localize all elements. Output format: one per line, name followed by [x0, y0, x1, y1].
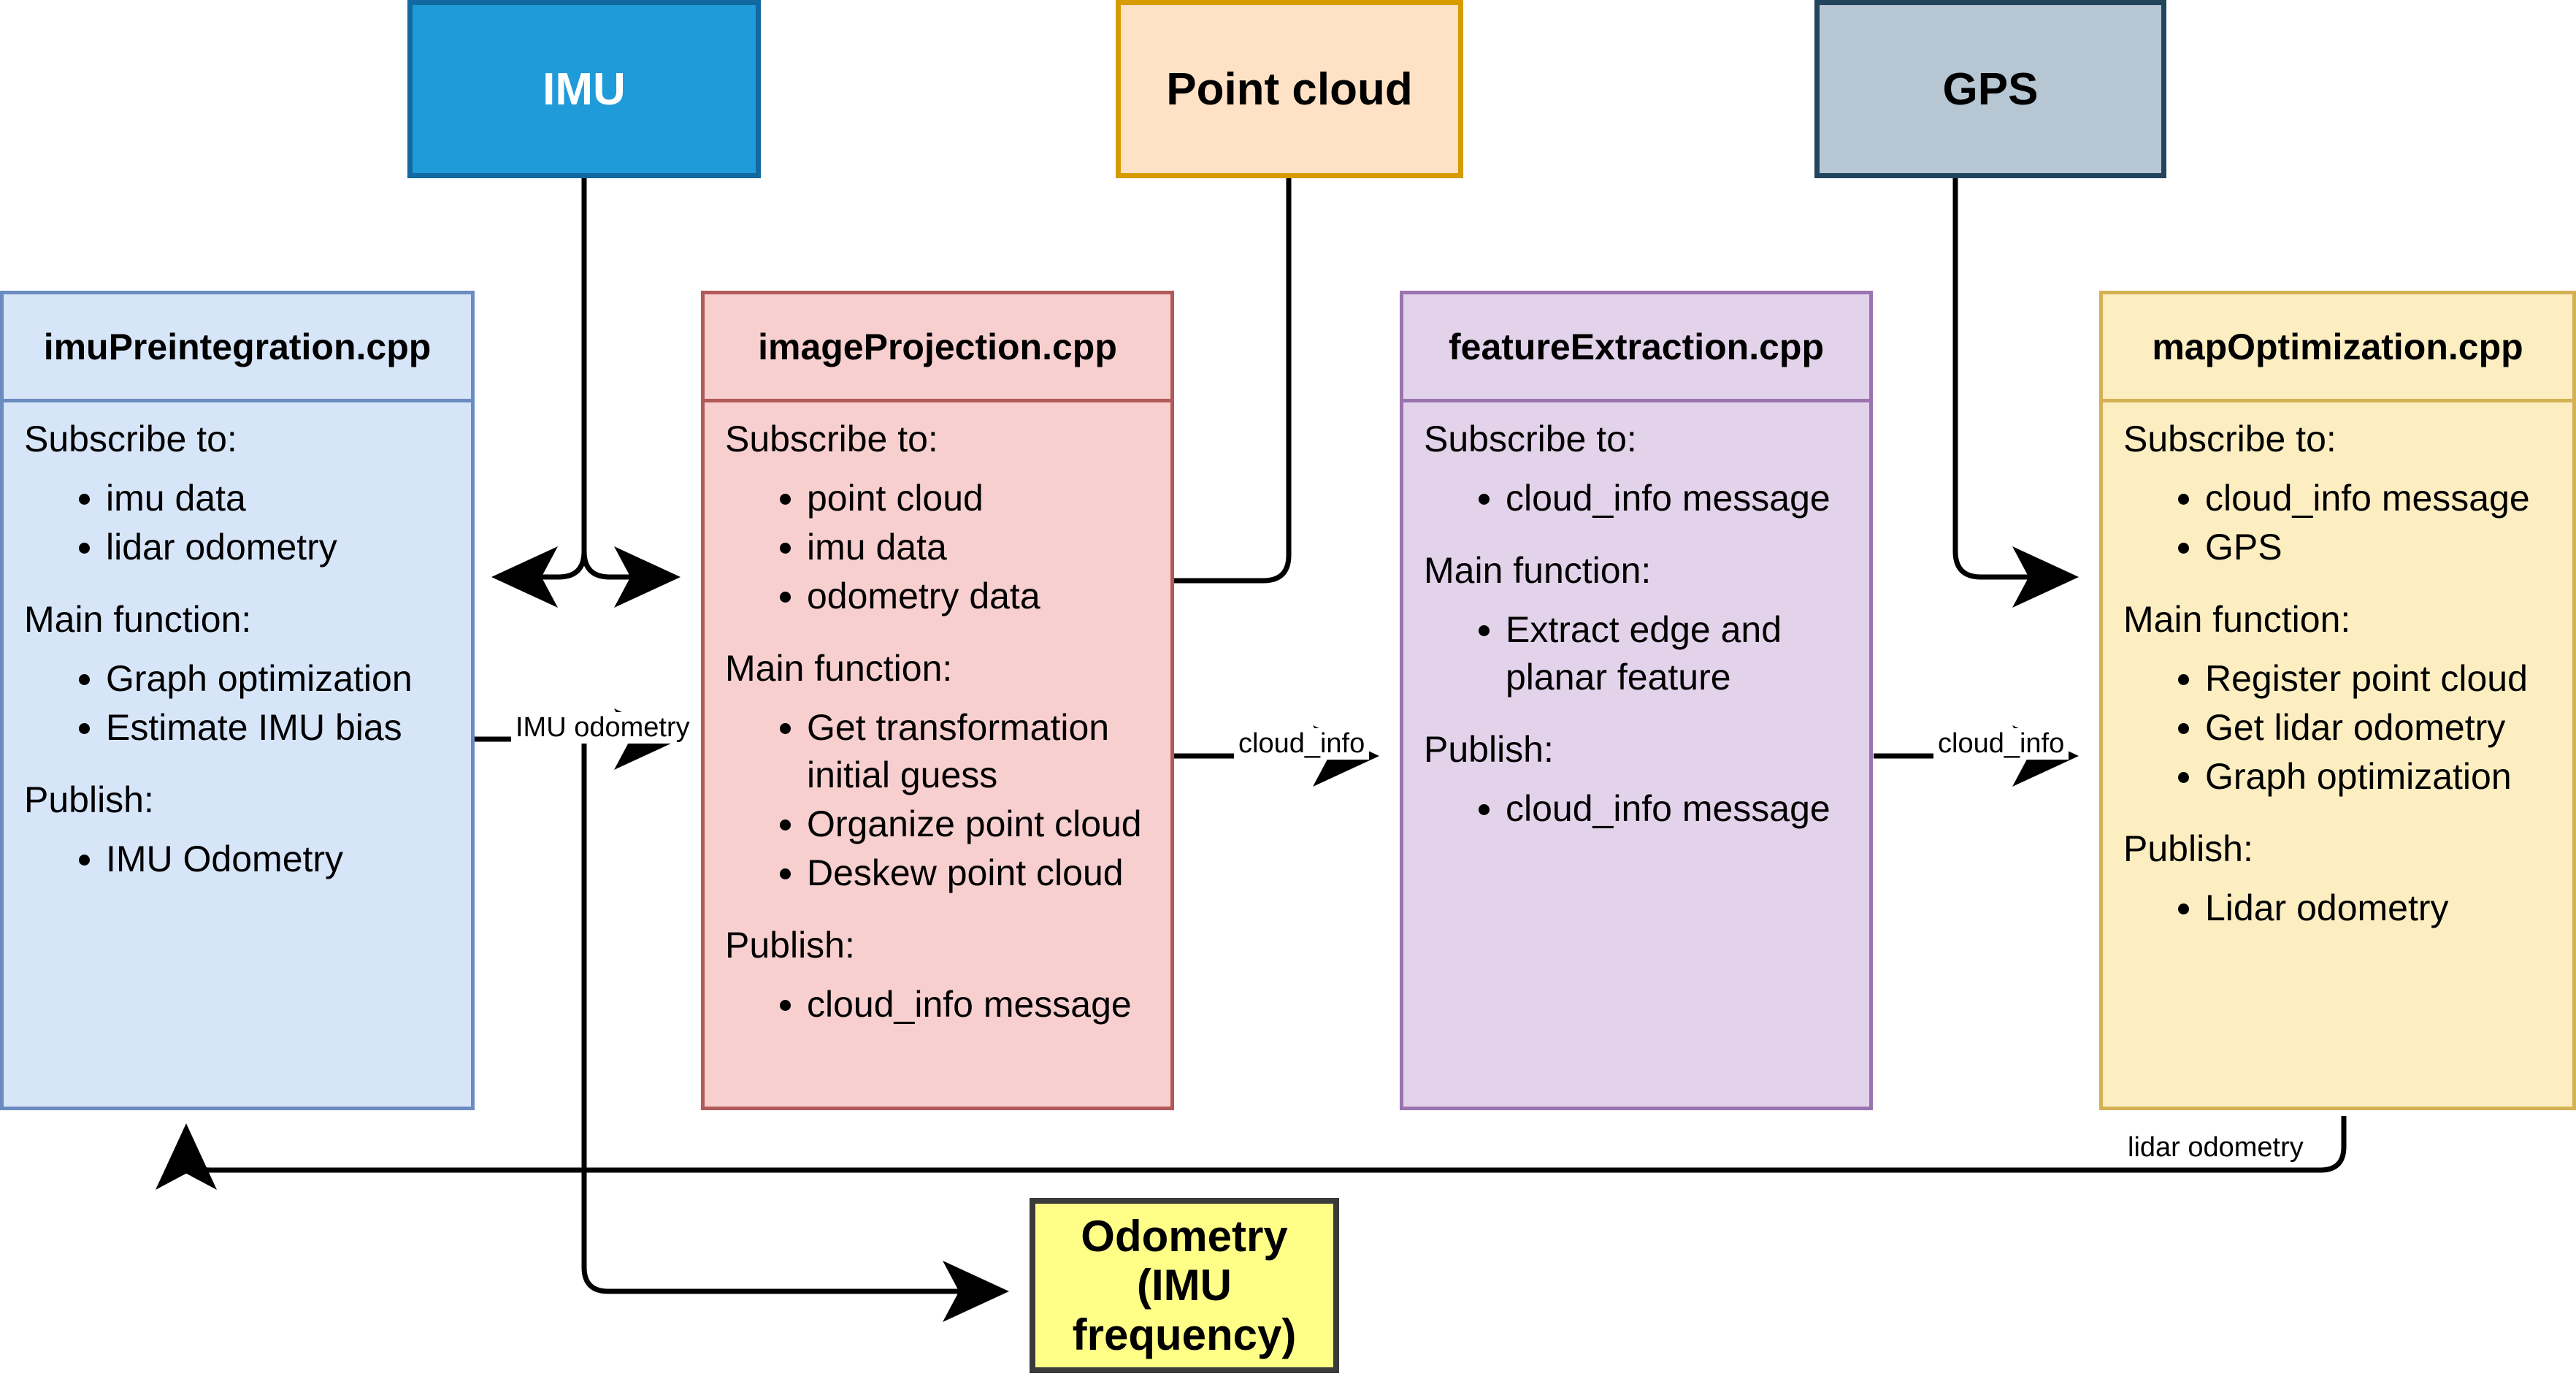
- list-item: Get lidar odometry: [2205, 704, 2552, 752]
- list-item: imu data: [106, 475, 451, 522]
- node-feature-extraction[interactable]: featureExtraction.cpp Subscribe to: clou…: [1400, 291, 1873, 1110]
- list-item: IMU Odometry: [106, 836, 451, 883]
- node-body-image-projection: Subscribe to: point cloud imu data odome…: [705, 402, 1170, 1061]
- list-item: cloud_info message: [2205, 475, 2552, 522]
- list-item: cloud_info message: [1506, 785, 1849, 833]
- node-title-imu-preintegration: imuPreintegration.cpp: [4, 294, 471, 402]
- section-list-publish: IMU Odometry: [24, 836, 451, 883]
- list-item: Deskew point cloud: [807, 849, 1150, 897]
- edge-gps-to-mapoptimization: [1952, 178, 2079, 608]
- section-label-main-function: Main function:: [1424, 550, 1652, 591]
- list-item: Register point cloud: [2205, 655, 2552, 703]
- node-title-feature-extraction: featureExtraction.cpp: [1403, 294, 1869, 402]
- section-label-main-function: Main function:: [725, 648, 953, 689]
- node-image-projection[interactable]: imageProjection.cpp Subscribe to: point …: [701, 291, 1174, 1110]
- section-label-publish: Publish:: [24, 779, 154, 820]
- source-box-point-cloud[interactable]: Point cloud: [1116, 0, 1463, 178]
- edge-imupreintegration-to-odometry: [581, 739, 1009, 1322]
- list-item: odometry data: [807, 573, 1150, 620]
- node-title-map-optimization: mapOptimization.cpp: [2103, 294, 2572, 402]
- source-box-gps[interactable]: GPS: [1814, 0, 2166, 178]
- list-item: Graph optimization: [2205, 753, 2552, 801]
- edge-label-lidar-odometry: lidar odometry: [2123, 1132, 2308, 1164]
- section-label-publish: Publish:: [2123, 828, 2253, 869]
- source-label-imu: IMU: [543, 64, 626, 115]
- list-item: lidar odometry: [106, 524, 451, 571]
- edge-label-cloud-info-2: cloud_info: [1933, 728, 2069, 760]
- list-item: cloud_info message: [807, 981, 1150, 1028]
- section-label-publish: Publish:: [725, 925, 855, 966]
- section-list-publish: cloud_info message: [1424, 785, 1849, 833]
- node-map-optimization[interactable]: mapOptimization.cpp Subscribe to: cloud_…: [2099, 291, 2576, 1110]
- section-list-main-function: Extract edge and planar feature: [1424, 606, 1849, 701]
- section-list-main-function: Get transformation initial guess Organiz…: [725, 704, 1150, 897]
- list-item: Organize point cloud: [807, 801, 1150, 848]
- section-list-publish: Lidar odometry: [2123, 885, 2552, 932]
- section-list-main-function: Register point cloud Get lidar odometry …: [2123, 655, 2552, 801]
- section-list-main-function: Graph optimization Estimate IMU bias: [24, 655, 451, 752]
- list-item: Estimate IMU bias: [106, 704, 451, 752]
- output-label-line1: Odometry: [1081, 1212, 1288, 1261]
- section-label-subscribe: Subscribe to:: [1424, 419, 1637, 459]
- node-body-feature-extraction: Subscribe to: cloud_info message Main fu…: [1403, 402, 1869, 865]
- edge-mapoptimization-to-imupreintegration: [156, 1116, 2347, 1190]
- section-list-subscribe: point cloud imu data odometry data: [725, 475, 1150, 620]
- output-label-line2: (IMU frequency): [1072, 1261, 1297, 1359]
- source-label-point-cloud: Point cloud: [1166, 64, 1413, 115]
- node-title-image-projection: imageProjection.cpp: [705, 294, 1170, 402]
- edge-label-imu-odometry: IMU odometry: [511, 712, 694, 744]
- list-item: Extract edge and planar feature: [1506, 606, 1849, 701]
- section-list-subscribe: imu data lidar odometry: [24, 475, 451, 571]
- edge-pointcloud-to-imageprojection: [1072, 178, 1292, 611]
- section-label-main-function: Main function:: [2123, 599, 2351, 640]
- section-list-subscribe: cloud_info message GPS: [2123, 475, 2552, 571]
- list-item: cloud_info message: [1506, 475, 1849, 522]
- section-label-main-function: Main function:: [24, 599, 252, 640]
- section-label-subscribe: Subscribe to:: [2123, 419, 2337, 459]
- list-item: imu data: [807, 524, 1150, 571]
- list-item: Lidar odometry: [2205, 885, 2552, 932]
- section-label-subscribe: Subscribe to:: [725, 419, 938, 459]
- node-imu-preintegration[interactable]: imuPreintegration.cpp Subscribe to: imu …: [0, 291, 475, 1110]
- section-label-subscribe: Subscribe to:: [24, 419, 237, 459]
- list-item: GPS: [2205, 524, 2552, 571]
- node-body-map-optimization: Subscribe to: cloud_info message GPS Mai…: [2103, 402, 2572, 964]
- edge-label-cloud-info-1: cloud_info: [1234, 728, 1370, 760]
- node-body-imu-preintegration: Subscribe to: imu data lidar odometry Ma…: [4, 402, 471, 915]
- edge-imu-to-imageprojection: [581, 178, 681, 608]
- source-box-imu[interactable]: IMU: [407, 0, 761, 178]
- list-item: Graph optimization: [106, 655, 451, 703]
- edge-imu-to-imupreintegration: [491, 546, 587, 608]
- section-list-publish: cloud_info message: [725, 981, 1150, 1028]
- output-box-odometry[interactable]: Odometry (IMU frequency): [1030, 1198, 1339, 1373]
- section-list-subscribe: cloud_info message: [1424, 475, 1849, 522]
- section-label-publish: Publish:: [1424, 729, 1554, 770]
- source-label-gps: GPS: [1942, 64, 2039, 115]
- list-item: Get transformation initial guess: [807, 704, 1150, 799]
- list-item: point cloud: [807, 475, 1150, 522]
